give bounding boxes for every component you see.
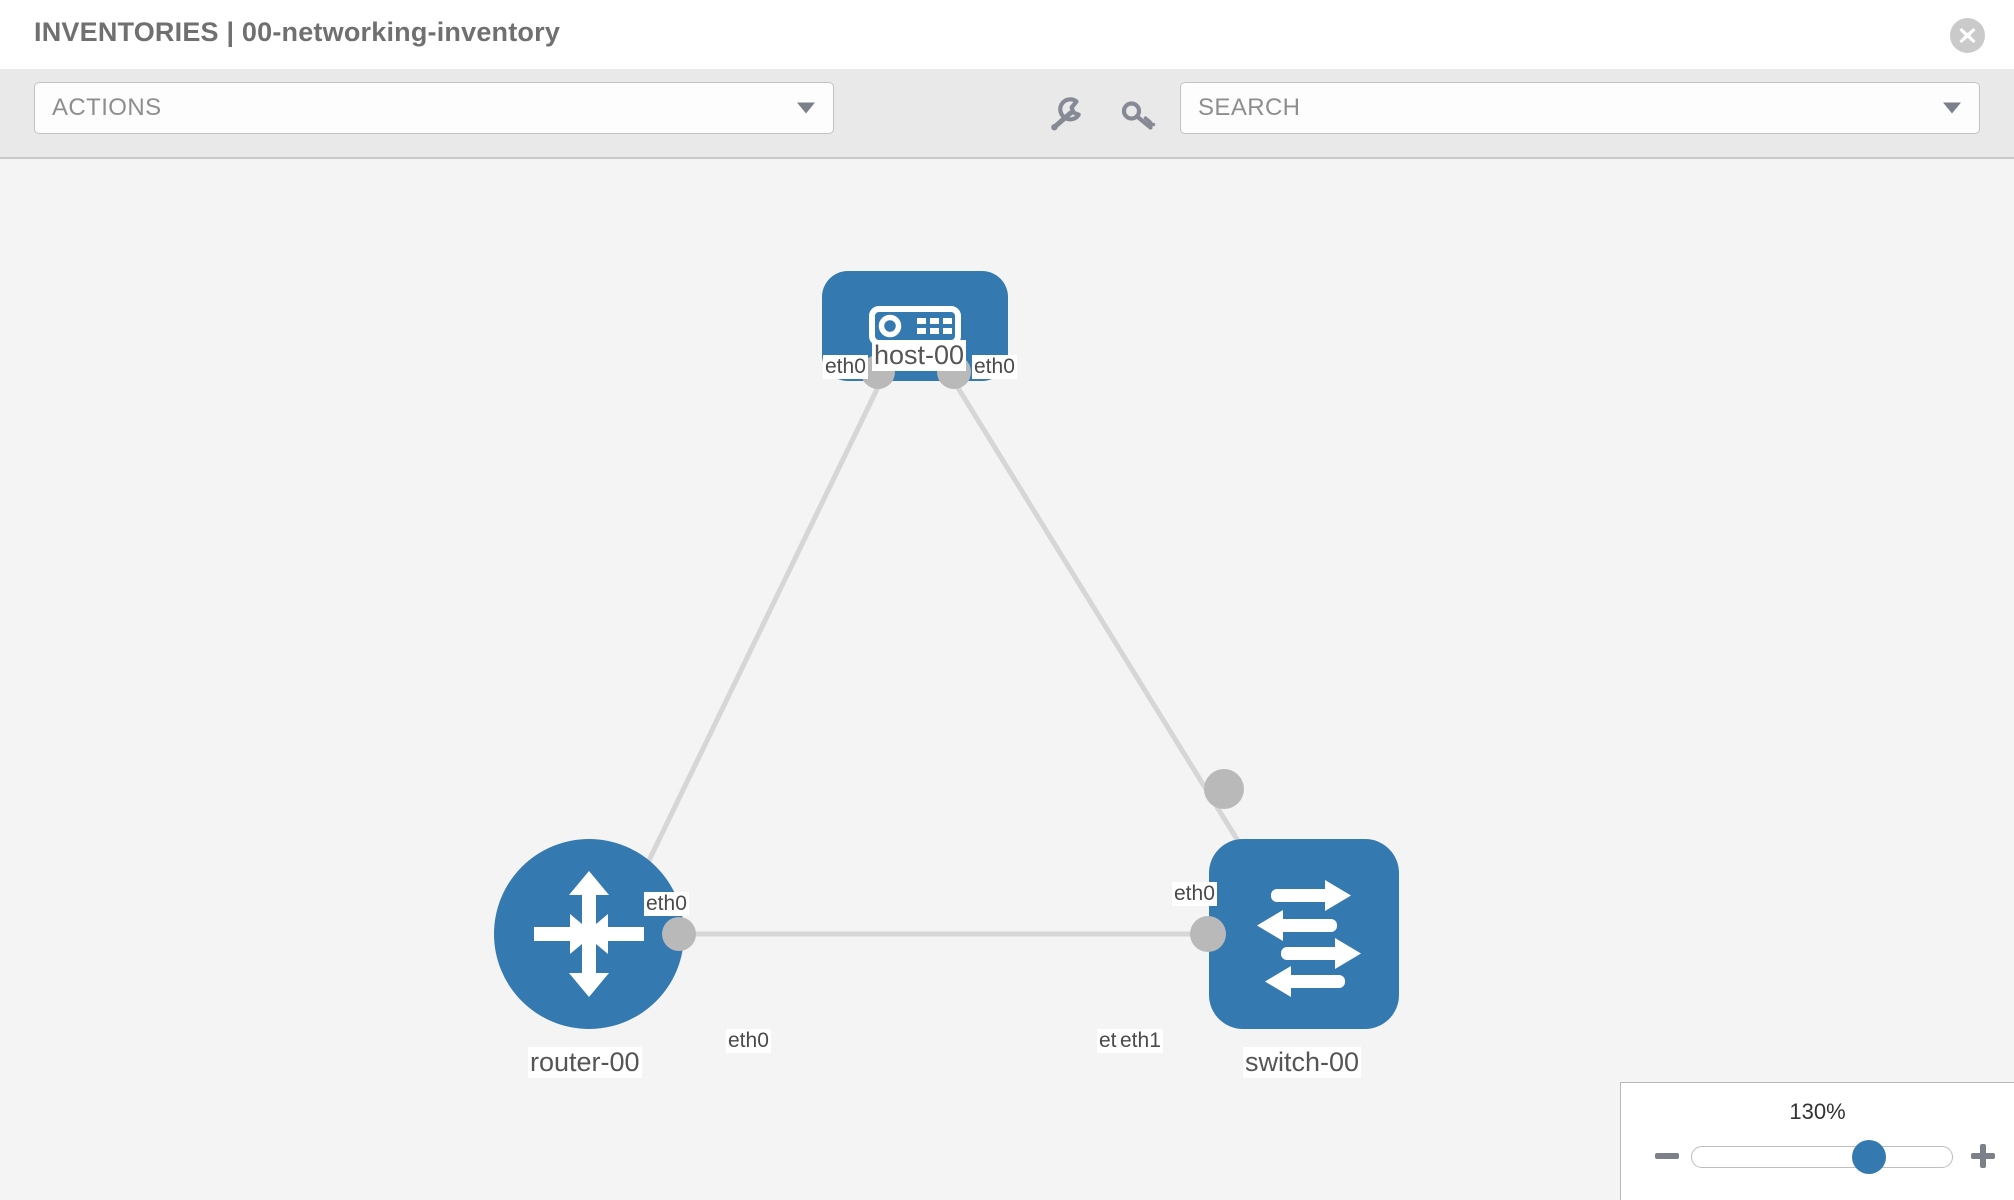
wrench-icon[interactable] xyxy=(1046,95,1086,135)
search-input[interactable]: SEARCH xyxy=(1180,82,1980,134)
zoom-out-button[interactable] xyxy=(1650,1139,1684,1173)
port-switch-00-eth1-left[interactable] xyxy=(1190,916,1226,952)
zoom-level-label: 130% xyxy=(1789,1099,1846,1124)
iface-label-host-00-eth0-right: eth0 xyxy=(972,355,1017,380)
node-router-00-shape[interactable] xyxy=(494,839,684,1029)
zoom-slider-thumb[interactable] xyxy=(1852,1140,1886,1174)
port-switch-00-eth0-upperleft[interactable] xyxy=(1204,769,1244,809)
page-title: INVENTORIES | 00-networking-inventory xyxy=(34,17,561,47)
actions-dropdown-label: ACTIONS xyxy=(52,94,162,121)
topology-links xyxy=(637,381,1246,937)
node-switch-00-shape[interactable] xyxy=(1209,839,1399,1029)
page-header: INVENTORIES | 00-networking-inventory xyxy=(0,0,2014,70)
zoom-control-panel: 130% xyxy=(1620,1082,2014,1200)
iface-label-switch-00-eth1-left: eth1 xyxy=(1118,1029,1163,1054)
chevron-down-icon xyxy=(797,102,815,114)
zoom-slider[interactable] xyxy=(1691,1140,1953,1174)
iface-label-router-00-eth0-right: eth0 xyxy=(726,1029,771,1054)
node-switch-00[interactable] xyxy=(1209,839,1399,1029)
port-router-00-eth0-right[interactable] xyxy=(662,917,696,951)
actions-dropdown[interactable]: ACTIONS xyxy=(34,82,834,134)
key-icon[interactable] xyxy=(1118,95,1158,135)
node-label-switch-00: switch-00 xyxy=(1243,1047,1362,1079)
close-icon[interactable] xyxy=(1950,18,1985,53)
iface-label-host-00-eth0-left: eth0 xyxy=(823,355,868,380)
chevron-down-icon xyxy=(1943,102,1961,114)
search-placeholder: SEARCH xyxy=(1198,94,1301,121)
zoom-slider-row xyxy=(1621,1139,2014,1179)
node-label-host-00: host-00 xyxy=(872,340,967,372)
zoom-in-button[interactable] xyxy=(1966,1139,2000,1173)
node-router-00[interactable] xyxy=(494,839,684,1029)
node-label-router-00: router-00 xyxy=(528,1047,642,1079)
iface-label-router-00-eth0-up: eth0 xyxy=(644,892,689,917)
topology-canvas[interactable]: host-00 eth0 eth0 xyxy=(0,159,2014,1200)
iface-label-switch-00-eth0-up: eth0 xyxy=(1172,882,1217,907)
